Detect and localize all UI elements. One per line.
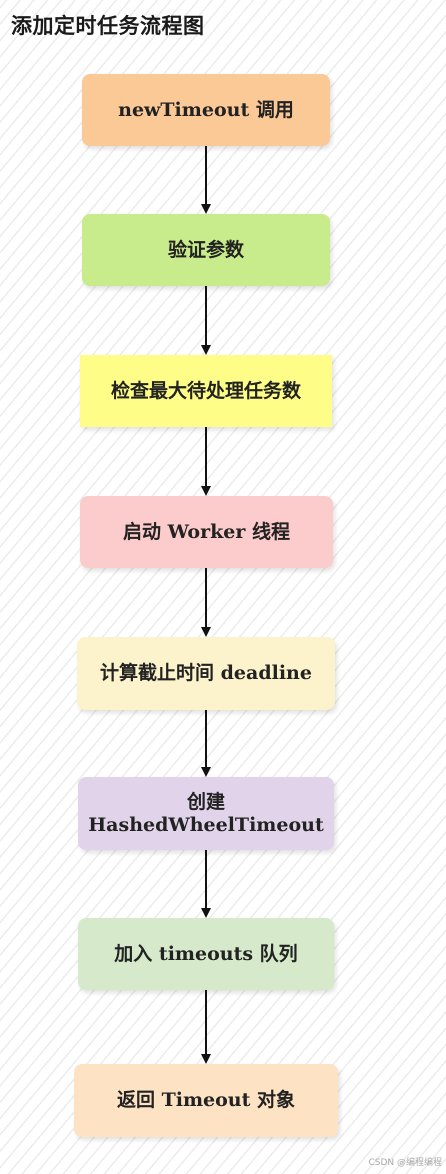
flow-step-label: 创建 HashedWheelTimeout xyxy=(88,790,324,836)
flow-step-5: 计算截止时间 deadline xyxy=(77,637,335,710)
flow-step-4: 启动 Worker 线程 xyxy=(80,496,333,568)
page-title: 添加定时任务流程图 xyxy=(11,13,205,38)
flow-step-label: 计算截止时间 deadline xyxy=(100,662,312,685)
flow-step-label: 检查最大待处理任务数 xyxy=(110,379,301,402)
flow-step-2: 验证参数 xyxy=(82,214,330,286)
flow-step-label: 验证参数 xyxy=(167,238,244,261)
flow-step-1: newTimeout 调用 xyxy=(82,74,330,146)
flow-step-label: newTimeout 调用 xyxy=(118,98,294,121)
flow-step-7: 加入 timeouts 队列 xyxy=(78,918,334,990)
flow-step-label: 加入 timeouts 队列 xyxy=(114,942,298,965)
flow-step-label: 返回 Timeout 对象 xyxy=(116,1089,296,1112)
flow-step-8: 返回 Timeout 对象 xyxy=(74,1064,338,1137)
flow-step-label: 启动 Worker 线程 xyxy=(123,520,290,543)
flow-step-3: 检查最大待处理任务数 xyxy=(80,355,332,427)
flow-step-6: 创建 HashedWheelTimeout xyxy=(78,777,334,850)
watermark: CSDN @编程编程 xyxy=(368,1158,442,1168)
